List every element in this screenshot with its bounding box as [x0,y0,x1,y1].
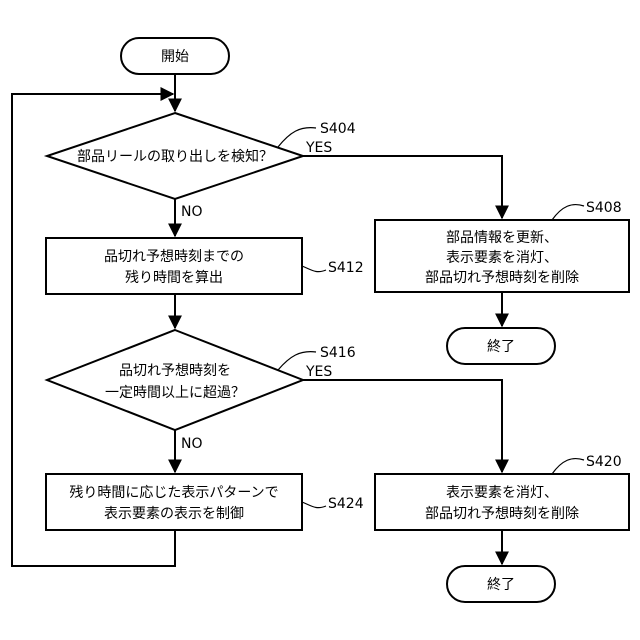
leader-s420 [552,459,584,474]
process-s408-line3: 部品切れ予想時刻を削除 [425,270,579,286]
process-s408-line2: 表示要素を消灯、 [446,250,558,266]
process-s424: 残り時間に応じた表示パターンで 表示要素の表示を制御 [46,474,302,530]
step-label-s404: S404 [320,121,356,137]
decision-s404: 部品リールの取り出しを検知？ [47,113,303,199]
end-terminal-1-text: 終了 [487,339,515,355]
end-terminal-2-text: 終了 [487,577,515,593]
start-text: 開始 [161,49,189,65]
end-terminal-2: 終了 [447,566,555,602]
connector-d416-yes [303,380,502,472]
step-label-s408: S408 [586,200,622,216]
end-terminal-1: 終了 [447,328,555,364]
step-label-s420: S420 [586,454,622,470]
step-label-s412: S412 [328,260,364,276]
decision-s404-text: 部品リールの取り出しを検知？ [77,148,273,165]
process-s408: 部品情報を更新、 表示要素を消灯、 部品切れ予想時刻を削除 [375,220,629,292]
process-s408-line1: 部品情報を更新、 [446,230,558,246]
yes-label-s416: YES [305,364,332,380]
leader-s412 [302,266,326,272]
decision-s416-line1: 品切れ予想時刻を [119,363,231,379]
leader-s424 [302,502,326,508]
no-label-s416: NO [181,436,203,452]
process-s424-line1: 残り時間に応じた表示パターンで [69,485,278,501]
leader-s408 [552,205,584,220]
connector-d404-yes [303,156,502,218]
process-s412-line1: 品切れ予想時刻までの [104,249,244,265]
decision-s416: 品切れ予想時刻を 一定時間以上に超過？ [47,330,303,430]
process-s420: 表示要素を消灯、 部品切れ予想時刻を削除 [375,474,629,530]
process-s412-line2: 残り時間を算出 [125,270,223,286]
step-label-s424: S424 [328,496,364,512]
process-s420-line1: 表示要素を消灯、 [446,485,558,501]
step-label-s416: S416 [320,345,356,361]
process-s412: 品切れ予想時刻までの 残り時間を算出 [46,238,302,294]
decision-s416-line2: 一定時間以上に超過？ [105,385,245,401]
no-label-s404: NO [181,204,203,220]
start-terminal: 開始 [121,38,229,74]
process-s424-line2: 表示要素の表示を制御 [104,506,244,522]
yes-label-s404: YES [305,140,332,156]
process-s420-line2: 部品切れ予想時刻を削除 [425,506,579,522]
